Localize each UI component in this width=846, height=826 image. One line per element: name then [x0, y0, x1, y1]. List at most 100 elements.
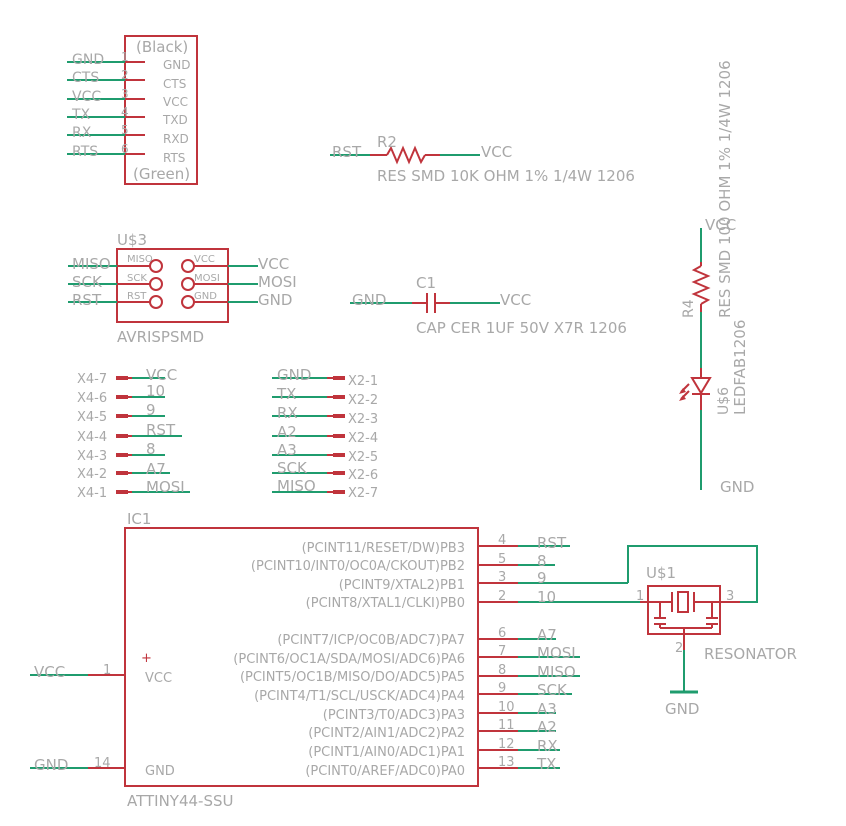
- x2-net-label: SCK: [277, 459, 308, 477]
- isp-pin-name: MISO: [127, 254, 153, 265]
- resonator-pin-number: 3: [726, 589, 734, 604]
- ic1-net-label: 9: [537, 569, 547, 587]
- x2-net-label: A2: [277, 423, 297, 441]
- ic1-name: IC1: [127, 510, 151, 528]
- ic1-pin-name: (PCINT3/T0/ADC3)PA3: [323, 708, 465, 723]
- x4-net-label: 9: [146, 401, 156, 419]
- ic1-net-label: RST: [537, 534, 567, 552]
- ftdi-pin-number: 5: [121, 123, 129, 137]
- x4-pin: X4-3 8: [77, 440, 165, 464]
- x4-headers: X4-7 VCC X4-6 10 X4-5 9 X4-4 RST X4-3: [77, 366, 190, 501]
- ftdi-pin-number: 2: [121, 68, 129, 82]
- ic1-pin-name: GND: [145, 764, 175, 779]
- x4-pin: X4-1 MOSI: [77, 478, 190, 501]
- ic1-pin-name: VCC: [145, 671, 172, 686]
- x2-pin-label: X2-5: [348, 450, 378, 465]
- ftdi-pin-4: TX 4 TXD: [67, 105, 188, 127]
- ic1-net-label: MOSI: [537, 644, 576, 662]
- resonator-pin-number: 1: [636, 589, 644, 604]
- ftdi-top-label: (Black): [136, 38, 188, 56]
- ftdi-header: (Black) (Green) GND 1 GND CTS 2 CTS VCC …: [67, 35, 198, 185]
- ic1-net-label: TX: [536, 755, 556, 773]
- ftdi-pin-name: CTS: [163, 77, 186, 91]
- c1-name: C1: [416, 274, 436, 292]
- x2-pin-label: X2-4: [348, 431, 378, 446]
- x4-pin-label: X4-2: [77, 467, 107, 482]
- c1-left-net: GND: [352, 291, 386, 309]
- x2-pin: RX X2-3: [272, 404, 378, 427]
- ftdi-pin-name: RTS: [163, 151, 185, 165]
- ftdi-pin-number: 4: [121, 105, 129, 119]
- isp-right-net: GND: [258, 291, 292, 309]
- r2-left-net: RST: [332, 143, 362, 161]
- ic1-value: ATTINY44-SSU: [127, 792, 234, 810]
- r4-value: RES SMD 100 OHM 1% 1/4W 1206: [716, 60, 734, 318]
- ftdi-pin-number: 1: [121, 50, 129, 64]
- x4-pin: X4-2 A7: [77, 460, 170, 482]
- x2-headers: GND X2-1 TX X2-2 RX X2-3 A2 X2-4 A3 X2-5: [272, 366, 378, 501]
- ic1-pin-number: 13: [498, 755, 515, 770]
- ic1-net-label: A2: [537, 718, 557, 736]
- capacitor-c1: GND C1 VCC CAP CER 1UF 50V X7R 1206: [350, 274, 627, 337]
- isp-pad: [181, 259, 195, 273]
- ic1-pin-number: 5: [498, 552, 506, 567]
- x4-net-label: RST: [146, 421, 176, 439]
- isp-pin-name: GND: [194, 291, 217, 302]
- ic1-pin-number: 8: [498, 663, 506, 678]
- x2-pin-label: X2-2: [348, 393, 378, 408]
- x2-net-label: MISO: [277, 477, 316, 495]
- ic1-pin-name: (PCINT2/AIN1/ADC2)PA2: [308, 726, 465, 741]
- c1-right-net: VCC: [500, 291, 531, 309]
- ic1-net-label: RX: [537, 737, 558, 755]
- isp-right-net: VCC: [258, 255, 289, 273]
- isp-pad: [181, 277, 195, 291]
- x4-pin-label: X4-5: [77, 410, 107, 425]
- ftdi-net-label: GND: [72, 52, 104, 68]
- ftdi-body: [124, 35, 198, 185]
- isp-right-net: MOSI: [258, 273, 297, 291]
- ic1-pin-name: (PCINT1/AIN0/ADC1)PA1: [308, 745, 465, 760]
- ic1-net-label: SCK: [537, 681, 568, 699]
- x2-pin: GND X2-1: [272, 366, 378, 389]
- r4-top-net: VCC: [705, 216, 736, 234]
- ic1-pin-name: (PCINT8/XTAL1/CLKI)PB0: [306, 596, 465, 611]
- ic1-pin-name: (PCINT9/XTAL2)PB1: [339, 578, 465, 593]
- resonator-wire: [627, 545, 758, 603]
- led-name: U$6: [716, 387, 732, 415]
- ic1-pin-name: (PCINT0/AREF/ADC0)PA0: [305, 764, 465, 779]
- ftdi-pin-name: TXD: [162, 113, 188, 127]
- x4-pin: X4-6 10: [77, 382, 165, 406]
- x4-pin: X4-5 9: [77, 401, 165, 425]
- x2-pin: A3 X2-5: [272, 441, 378, 465]
- ic1-pin-number: 10: [498, 700, 515, 715]
- ic1-vcc-net: VCC: [34, 663, 65, 681]
- ic1-pin-number: 4: [498, 533, 506, 548]
- x2-pin: SCK X2-6: [272, 459, 378, 483]
- x2-pin-label: X2-6: [348, 468, 378, 483]
- ic1-pin-name: (PCINT5/OC1B/MISO/DO/ADC5)PA5: [240, 670, 465, 685]
- x4-pin: X4-4 RST: [77, 421, 182, 445]
- isp-pin-name: MOSI: [194, 273, 220, 284]
- r2-value: RES SMD 10K OHM 1% 1/4W 1206: [377, 167, 635, 185]
- ftdi-net-label: RX: [72, 125, 92, 141]
- isp-value: AVRISPSMD: [117, 328, 204, 346]
- ftdi-pin-number: 3: [121, 87, 129, 101]
- isp-pin-name: SCK: [127, 273, 147, 284]
- ic1-pin-number: 3: [498, 570, 506, 585]
- ic1-pin-number: 9: [498, 681, 506, 696]
- ftdi-pin-1: GND 1 GND: [67, 50, 191, 72]
- ic1-attiny44: IC1 ATTINY44-SSU + VCC 1 VCC GND 14 GND …: [30, 510, 640, 810]
- led-value: LEDFAB1206: [731, 320, 749, 415]
- x4-net-label: VCC: [146, 366, 177, 384]
- ic1-pin-number: 14: [94, 756, 111, 771]
- ic1-net-label: A7: [537, 626, 557, 644]
- ic1-net-label: 8: [537, 552, 547, 570]
- ftdi-pin-name: RXD: [163, 132, 189, 146]
- isp-pin-name: VCC: [194, 254, 215, 265]
- ic1-pin-name: (PCINT7/ICP/OC0B/ADC7)PA7: [277, 633, 465, 648]
- x4-pin-label: X4-1: [77, 486, 107, 501]
- x2-pin: MISO X2-7: [272, 477, 378, 501]
- ic1-net-label: A3: [537, 700, 557, 718]
- resonator-u1: U$1 RESONATOR 1 2 3 GND: [627, 545, 797, 718]
